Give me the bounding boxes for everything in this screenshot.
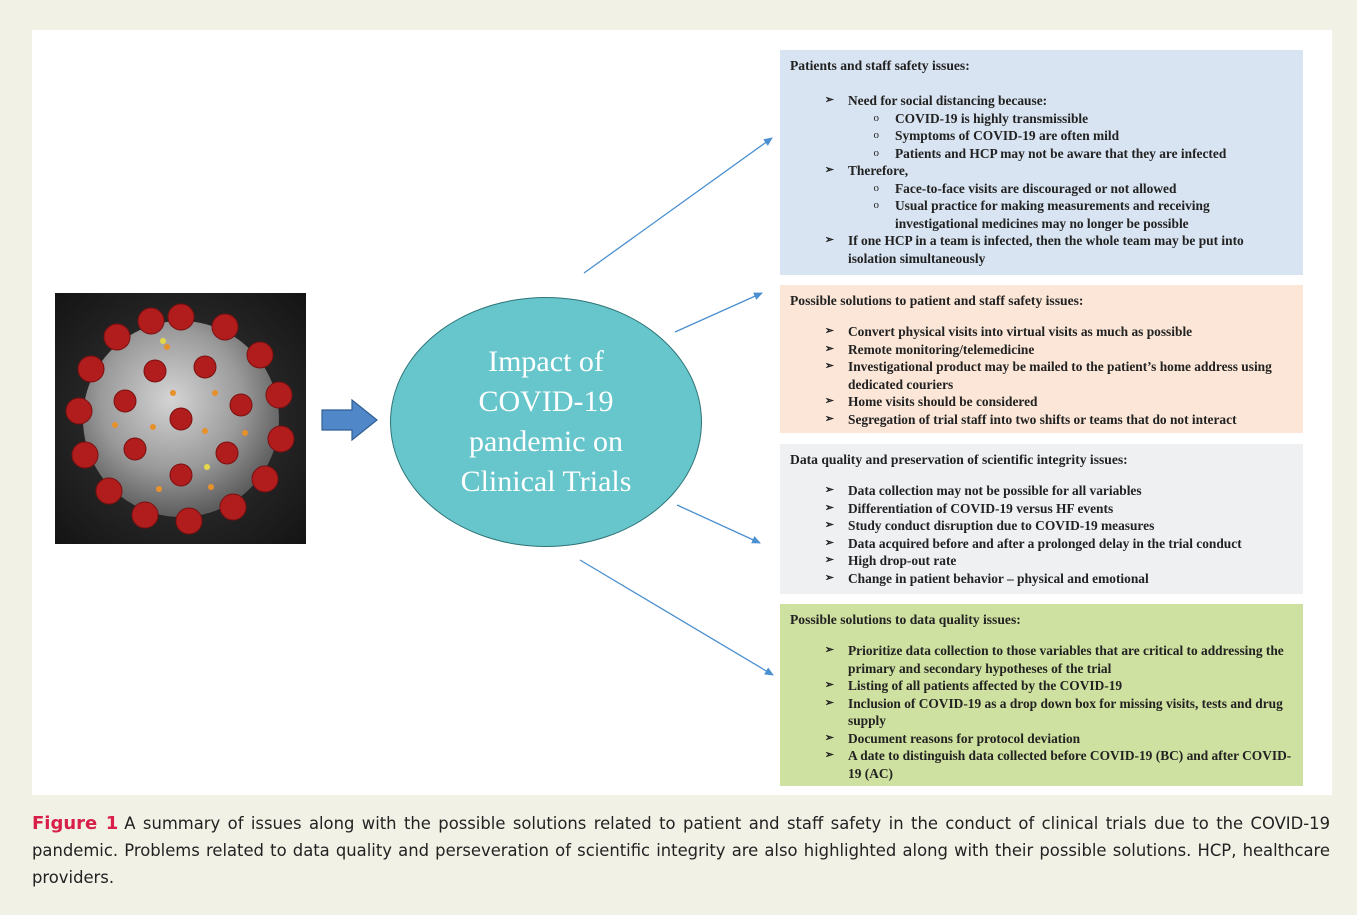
box-safety-issues: Patients and staff safety issues: ➢ Need f… [780,50,1303,275]
list-item-text: Document reasons for protocol deviation [848,730,1081,746]
circle-bullet-icon: o [873,111,880,124]
list-item: ➢ A date to distinguish data collected be… [790,747,1293,782]
sub-list-item: o Patients and HCP may not be aware that … [790,145,1293,163]
list-item: ➢ Investigational product may be mailed t… [790,358,1293,393]
arrow-bullet-icon: ➢ [824,536,834,549]
box-safety-solutions: Possible solutions to patient and staff … [780,285,1303,433]
list-item-text: Investigational product may be mailed to… [848,359,1272,392]
list-item: ➢ Document reasons for protocol deviation [790,730,1293,748]
list-item: ➢ Remote monitoring/telemedicine [790,341,1293,359]
list-item: ➢ Study conduct disruption due to COVID-1… [790,517,1293,535]
list-item: ➢ Listing of all patients affected by the… [790,677,1293,695]
list-item: ➢ Change in patient behavior – physical a… [790,570,1293,588]
circle-bullet-icon: o [873,199,880,211]
list-item-text: Listing of all patients affected by the … [848,678,1123,693]
list-item: ➢ Data acquired before and after a prolon… [790,535,1293,553]
list-item: ➢ Therefore, [790,162,1293,180]
arrow-bullet-icon: ➢ [824,749,834,761]
sub-list-item-text: Usual practice for making measurements a… [895,198,1210,231]
arrow-bullet-icon: ➢ [824,501,834,514]
list-item-text: Remote monitoring/telemedicine [848,341,1035,357]
arrow-bullet-icon: ➢ [824,234,834,246]
list-item: ➢ If one HCP in a team is infected, then … [790,232,1293,267]
list-item: ➢ Segregation of trial staff into two shi… [790,411,1293,429]
list-item-text: Convert physical visits into virtual vis… [848,324,1193,339]
arrow-bullet-icon: ➢ [824,519,834,531]
list-item: ➢ Differentiation of COVID-19 versus HF e… [790,500,1293,518]
list-item: ➢ Need for social distancing because: [790,92,1293,110]
list-item-text: Home visits should be considered [848,394,1038,409]
box-title: Possible solutions to patient and staff … [790,293,1084,308]
central-hub-circle: Impact of COVID-19 pandemic on Clinical … [390,297,702,547]
sub-list-item-text: Patients and HCP may not be aware that t… [895,145,1227,161]
list-item-text: Study conduct disruption due to COVID-19… [848,518,1155,533]
list-item-text: Data collection may not be possible for … [848,483,1142,498]
caption-label: Figure 1 [32,813,119,834]
arrow-bullet-icon: ➢ [824,554,834,566]
list-item: ➢ Convert physical visits into virtual vi… [790,323,1293,341]
list-item: ➢ Home visits should be considered [790,393,1293,411]
list-item-text: Segregation of trial staff into two shif… [848,411,1237,427]
arrow-bullet-icon: ➢ [824,571,834,584]
sub-list-item-text: COVID-19 is highly transmissible [895,110,1089,126]
arrow-bullet-icon: ➢ [824,679,834,691]
list-item-text: High drop-out rate [848,553,957,568]
list-item-text: Change in patient behavior – physical an… [848,570,1149,586]
arrow-bullet-icon: ➢ [824,94,834,106]
arrow-bullet-icon: ➢ [824,644,834,656]
list-item: ➢ Prioritize data collection to those var… [790,642,1293,677]
list-item-text: Prioritize data collection to those vari… [848,643,1284,676]
arrow-bullet-icon: ➢ [824,696,834,709]
sub-list-item: o Symptoms of COVID-19 are often mild [790,127,1293,145]
list-item-text: Data acquired before and after a prolong… [848,535,1242,551]
circle-bullet-icon: o [873,129,880,141]
list-item-text: Inclusion of COVID-19 as a drop down box… [848,695,1283,729]
circle-bullet-icon: o [873,181,880,194]
sub-list-item: o Usual practice for making measurements … [790,197,1293,232]
box-title: Patients and staff safety issues: [790,58,970,73]
arrow-bullet-icon: ➢ [824,342,834,355]
list-item: ➢ Data collection may not be possible for… [790,482,1293,500]
arrow-bullet-icon: ➢ [824,412,834,425]
hub-label: Impact of COVID-19 pandemic on Clinical … [460,345,632,498]
arrow-bullet-icon: ➢ [824,731,834,744]
list-item: ➢ High drop-out rate [790,552,1293,570]
sub-list-item: o Face-to-face visits are discouraged or … [790,180,1293,198]
sub-list-item-text: Face-to-face visits are discouraged or n… [895,180,1177,196]
list-item-text: Therefore, [848,163,909,178]
box-title: Possible solutions to data quality issue… [790,612,1021,627]
arrow-bullet-icon: ➢ [824,164,834,176]
circle-bullet-icon: o [873,146,880,159]
list-item-text: Differentiation of COVID-19 versus HF ev… [848,500,1114,516]
caption-text: A summary of issues along with the possi… [32,814,1331,887]
list-item-text: If one HCP in a team is infected, then t… [848,233,1244,266]
sub-list-item: o COVID-19 is highly transmissible [790,110,1293,128]
arrow-bullet-icon: ➢ [824,484,834,496]
arrow-bullet-icon: ➢ [824,325,834,337]
list-item-text: A date to distinguish data collected bef… [848,748,1292,781]
coronavirus-image [55,293,306,544]
list-item: ➢ Inclusion of COVID-19 as a drop down bo… [790,695,1293,730]
box-data-quality-solutions: Possible solutions to data quality issue… [780,604,1303,786]
list-item-text: Need for social distancing because: [848,93,1048,108]
arrow-bullet-icon: ➢ [824,360,834,372]
box-title: Data quality and preservation of scienti… [790,452,1128,467]
arrow-bullet-icon: ➢ [824,395,834,407]
box-data-quality-issues: Data quality and preservation of scienti… [780,444,1303,594]
sub-list-item-text: Symptoms of COVID-19 are often mild [895,128,1120,143]
